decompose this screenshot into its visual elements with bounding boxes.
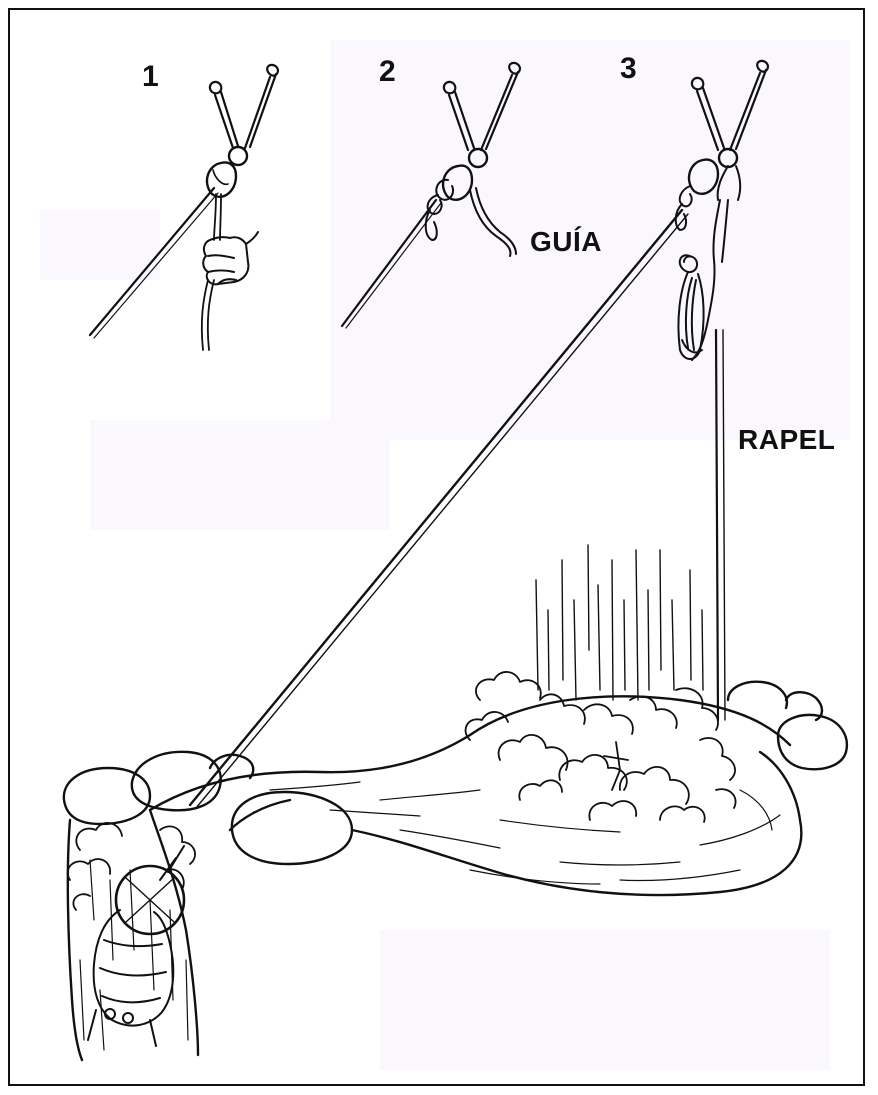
step-2-label: 2 [379, 55, 396, 89]
step-1-label: 1 [142, 60, 159, 94]
hand-icon [203, 232, 258, 284]
waterfall-splash [466, 672, 736, 822]
canyoner-figure [88, 846, 184, 1046]
guide-rope-label: GUÍA [530, 226, 602, 258]
waterfall-streaks [536, 545, 703, 700]
rappel-rope-label: RAPEL [738, 424, 835, 456]
step-1-anchor [207, 65, 278, 197]
step-3-label: 3 [620, 52, 637, 86]
